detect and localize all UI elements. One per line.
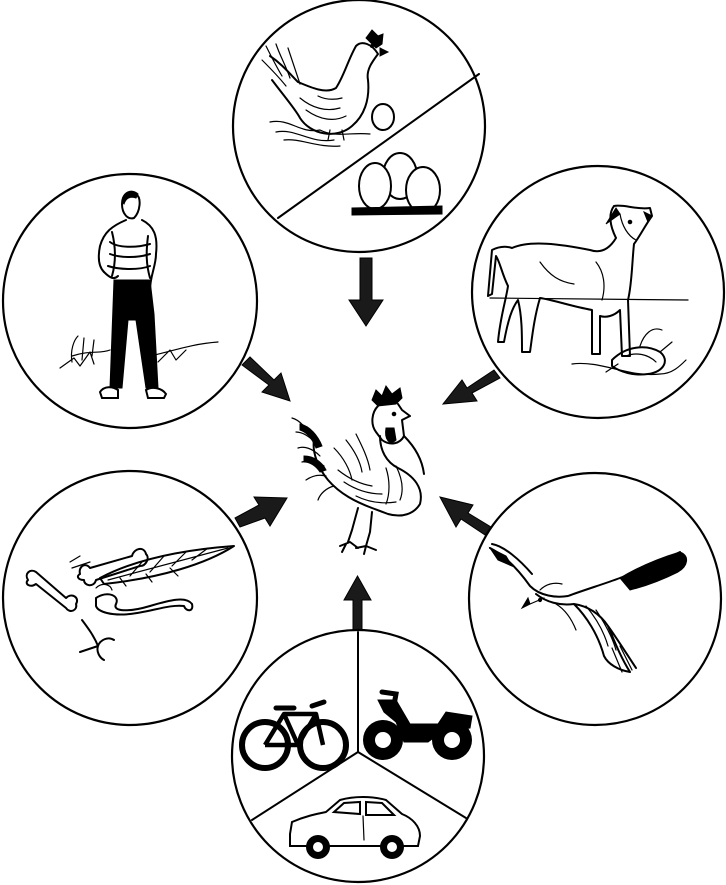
circle-hawk [469, 473, 721, 725]
arrow-from-upper-right [443, 370, 500, 404]
arrow-from-upper-left [242, 357, 290, 401]
circle-vehicles [232, 630, 484, 882]
rooster-icon [292, 386, 424, 554]
circle-man [3, 174, 257, 428]
circle-hen-and-eggs [233, 0, 485, 252]
circle-bones-and-feathers [3, 471, 257, 725]
arrow-from-lower-left [235, 497, 287, 527]
arrows [235, 258, 500, 632]
rooster-center [292, 386, 424, 554]
arrow-from-lower-right [440, 497, 491, 535]
arrow-from-bottom [344, 576, 371, 632]
egg-icon [372, 104, 394, 130]
circle-dog [472, 166, 724, 418]
arrow-from-top [349, 258, 383, 326]
